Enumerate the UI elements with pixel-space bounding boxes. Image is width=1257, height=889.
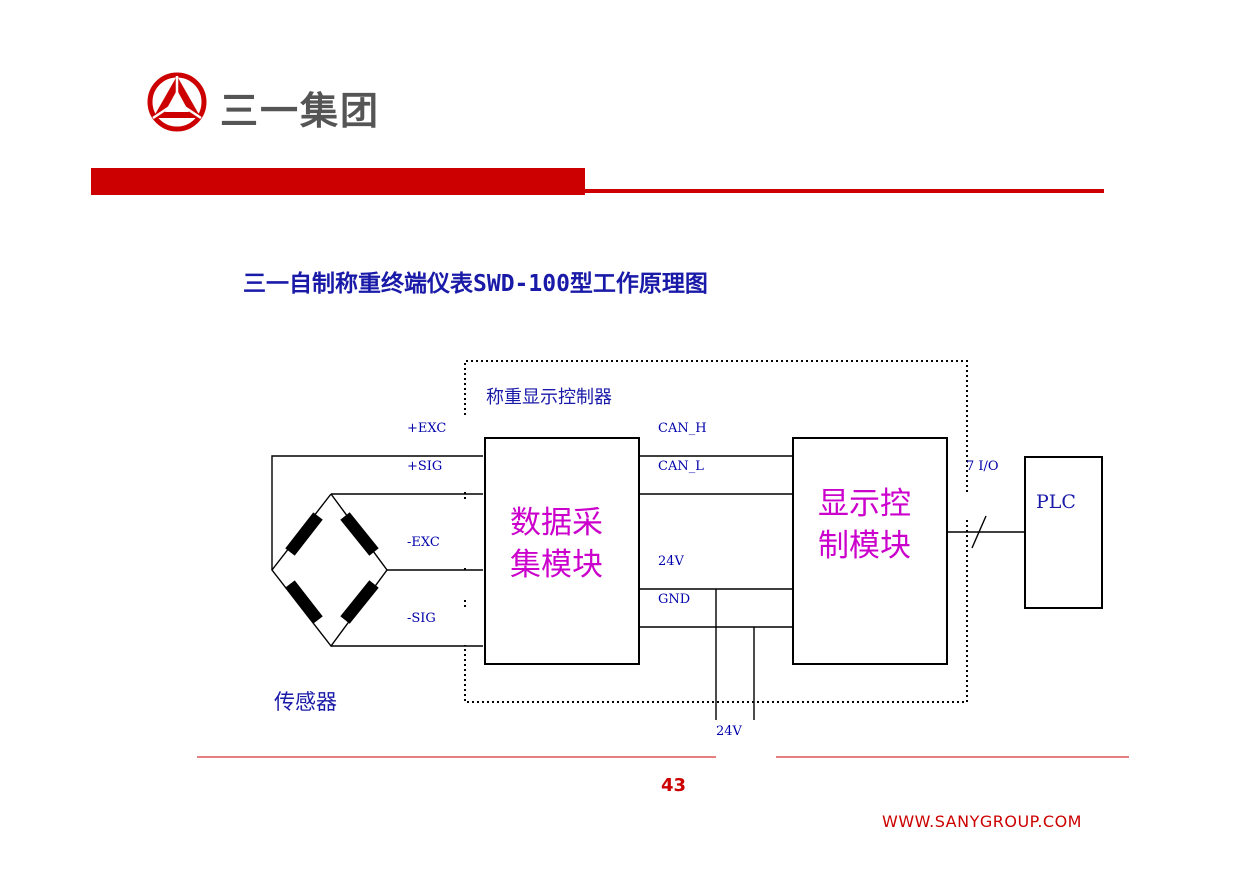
- acq-module-label-1: 数据采: [510, 505, 603, 541]
- display-module-label-2: 制模块: [818, 528, 911, 564]
- plc-label: PLC: [1036, 491, 1076, 513]
- label-can-h: CAN_H: [658, 421, 707, 436]
- sensor-bridge: [271, 455, 483, 648]
- strain-gauges: [285, 512, 379, 624]
- sany-logo: [147, 72, 207, 132]
- display-module-box: [792, 437, 948, 665]
- company-name: 三一集团: [220, 89, 381, 133]
- header-bar-thin: [585, 189, 1104, 193]
- header-bar-thick: [91, 168, 585, 195]
- display-module-label-1: 显示控: [818, 486, 911, 522]
- label-sig-neg: -SIG: [407, 611, 436, 626]
- controller-label: 称重显示控制器: [486, 387, 612, 408]
- plc-box: [1024, 456, 1103, 609]
- acq-module-label-2: 集模块: [510, 547, 603, 583]
- label-24v: 24V: [658, 554, 684, 569]
- label-24v-ext: 24V: [716, 724, 742, 739]
- sensor-label: 传感器: [274, 690, 337, 714]
- label-exc-neg: -EXC: [407, 535, 440, 550]
- website-link[interactable]: WWW.SANYGROUP.COM: [882, 812, 1082, 831]
- bus-lines: [639, 455, 1025, 720]
- label-gnd: GND: [658, 592, 691, 607]
- label-exc-pos: +EXC: [407, 421, 447, 436]
- label-can-l: CAN_L: [658, 459, 704, 474]
- label-io: 7 I/O: [966, 459, 999, 474]
- page-number: 43: [660, 775, 687, 796]
- acq-module-box: [484, 437, 640, 665]
- label-sig-pos: +SIG: [407, 459, 443, 474]
- slide-title: 三一自制称重终端仪表SWD-100型工作原理图: [243, 271, 708, 297]
